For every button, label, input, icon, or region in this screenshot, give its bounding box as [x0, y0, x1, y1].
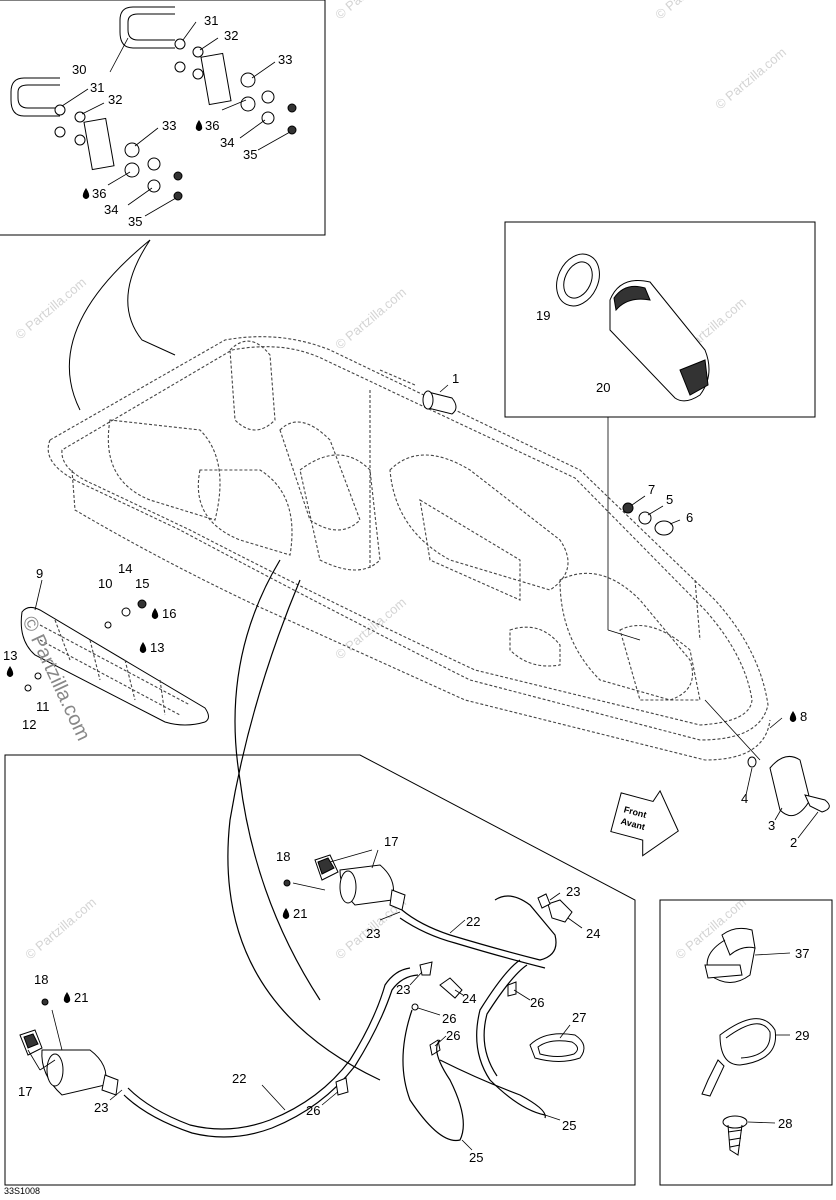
callout-label: 30 — [72, 62, 86, 77]
callout-label: 26 — [306, 1103, 320, 1118]
callout-label: 7 — [648, 482, 655, 497]
callout-label: 12 — [22, 717, 36, 732]
callout-label: 15 — [135, 576, 149, 591]
watermark-text: © Partzilla.com — [332, 0, 409, 22]
callout-label: 37 — [795, 946, 809, 961]
callout-label: 13 — [150, 640, 164, 655]
inset-pointer — [68, 239, 151, 411]
callout-label: 23 — [566, 884, 580, 899]
callout-label: 26 — [530, 995, 544, 1010]
callout-label: 6 — [686, 510, 693, 525]
watermark-text: © Partzilla.com — [332, 284, 409, 352]
callout-label: 8 — [800, 709, 807, 724]
drain-plug-group — [704, 699, 830, 839]
watermark-text: © Partzilla.com — [332, 594, 409, 662]
oil-drop-icon — [789, 711, 797, 722]
oil-drop-icon — [63, 992, 71, 1003]
callout-label: 17 — [18, 1084, 32, 1099]
oil-drop-icon — [82, 188, 90, 199]
callout-label: 2 — [790, 835, 797, 850]
watermark-text: © Partzilla.com — [22, 894, 99, 962]
hull — [47, 336, 771, 761]
oil-drop-icon — [195, 120, 203, 131]
callout-label: 36 — [92, 186, 106, 201]
callout-label: 31 — [204, 13, 218, 28]
callout-label: 33 — [162, 118, 176, 133]
callout-label: 10 — [98, 576, 112, 591]
callout-label: 21 — [74, 990, 88, 1005]
callout-label: 24 — [462, 991, 476, 1006]
callout-label: 23 — [396, 982, 410, 997]
callout-label: 32 — [224, 28, 238, 43]
callout-label: 35 — [243, 147, 257, 162]
callout-label: 9 — [36, 566, 43, 581]
callout-label: 24 — [586, 926, 600, 941]
storage-inset — [504, 221, 816, 641]
side-part-9 — [20, 579, 209, 726]
callout-label: 29 — [795, 1028, 809, 1043]
callout-label: 35 — [128, 214, 142, 229]
callout-label: 31 — [90, 80, 104, 95]
callout-label: 11 — [36, 699, 50, 714]
callout-label: 25 — [562, 1118, 576, 1133]
callout-label: 34 — [220, 135, 234, 150]
callout-label: 26 — [442, 1011, 456, 1026]
front-arrow: Front Avant — [610, 789, 679, 857]
callout-label: 26 — [446, 1028, 460, 1043]
oil-drop-icon — [139, 642, 147, 653]
callout-label: 28 — [778, 1116, 792, 1131]
watermark-text: © Partzilla.com — [12, 274, 89, 342]
callout-label: 19 — [536, 308, 550, 323]
callout-label: 16 — [162, 606, 176, 621]
callout-label: 18 — [34, 972, 48, 987]
callout-label: 3 — [768, 818, 775, 833]
watermark-text: © Partzilla.com — [652, 0, 729, 22]
callout-label: 1 — [452, 371, 459, 386]
callout-label: 13 — [3, 648, 17, 663]
oil-drop-icon — [6, 666, 14, 677]
handle-inset — [0, 0, 326, 236]
callout-label: 21 — [293, 906, 307, 921]
callout-label: 32 — [108, 92, 122, 107]
callout-label: 17 — [384, 834, 398, 849]
drop-icons — [6, 120, 797, 1003]
callout-label: 14 — [118, 561, 132, 576]
callout-label: 23 — [366, 926, 380, 941]
callout-label: 22 — [466, 914, 480, 929]
oil-drop-icon — [282, 908, 290, 919]
callout-label: 18 — [276, 849, 290, 864]
callout-label: 20 — [596, 380, 610, 395]
callout-labels: 31 32 33 30 31 32 36 34 35 33 36 34 35 1… — [3, 13, 809, 1165]
fastener-inset — [659, 899, 833, 1186]
callout-label: 33 — [278, 52, 292, 67]
callout-label: 4 — [741, 791, 748, 806]
callout-label: 5 — [666, 492, 673, 507]
inset-pointer — [127, 239, 176, 356]
callout-label: 36 — [205, 118, 219, 133]
watermark-text: © Partzilla.com — [712, 44, 789, 112]
hose-inset — [4, 559, 636, 1186]
callout-label: 23 — [94, 1100, 108, 1115]
figure-code: 33S1008 — [4, 1186, 40, 1196]
callout-label: 22 — [232, 1071, 246, 1086]
callout-label: 27 — [572, 1010, 586, 1025]
oil-drop-icon — [151, 608, 159, 619]
callout-label: 34 — [104, 202, 118, 217]
callout-label: 25 — [469, 1150, 483, 1165]
